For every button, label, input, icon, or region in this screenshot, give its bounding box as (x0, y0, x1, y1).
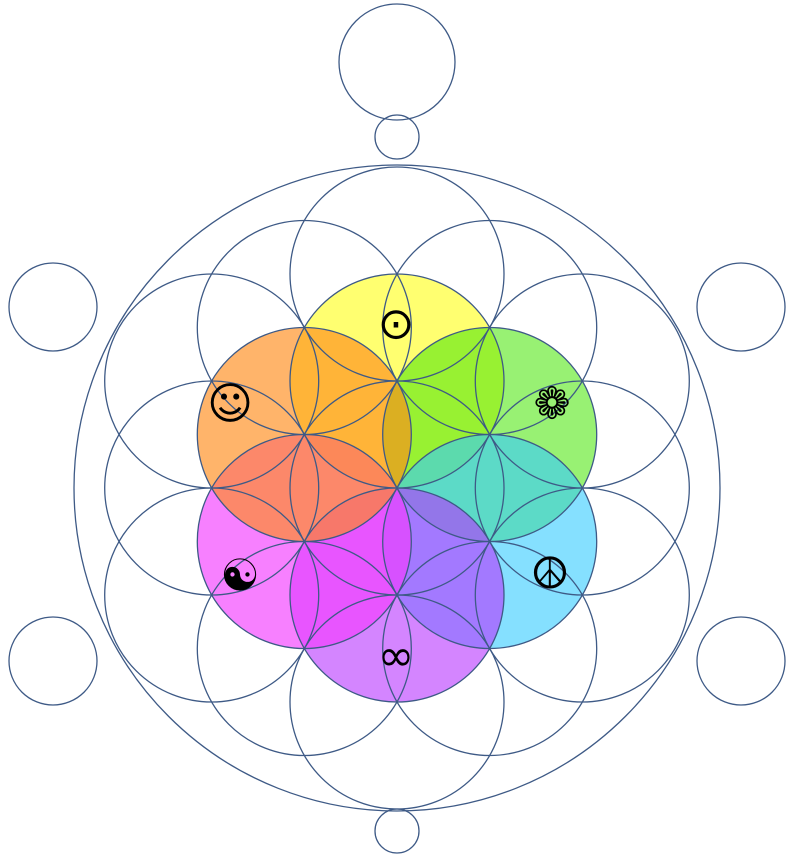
right-upper-circle (697, 263, 785, 351)
left-upper-circle (9, 263, 97, 351)
top-large-circle (339, 4, 455, 120)
smiley-icon: ☺ (207, 379, 253, 430)
infinity-icon: ∞ (378, 631, 415, 682)
left-lower-circle (9, 617, 97, 705)
right-lower-circle (697, 617, 785, 705)
yin-yang-icon: ☯ (220, 551, 259, 602)
sun-icon: ⊙ (378, 299, 415, 350)
flower-icon: ❁ (534, 379, 571, 430)
top-small-circle (375, 115, 419, 159)
bottom-small-circle (375, 809, 419, 853)
peace-icon: ☮ (530, 549, 569, 600)
